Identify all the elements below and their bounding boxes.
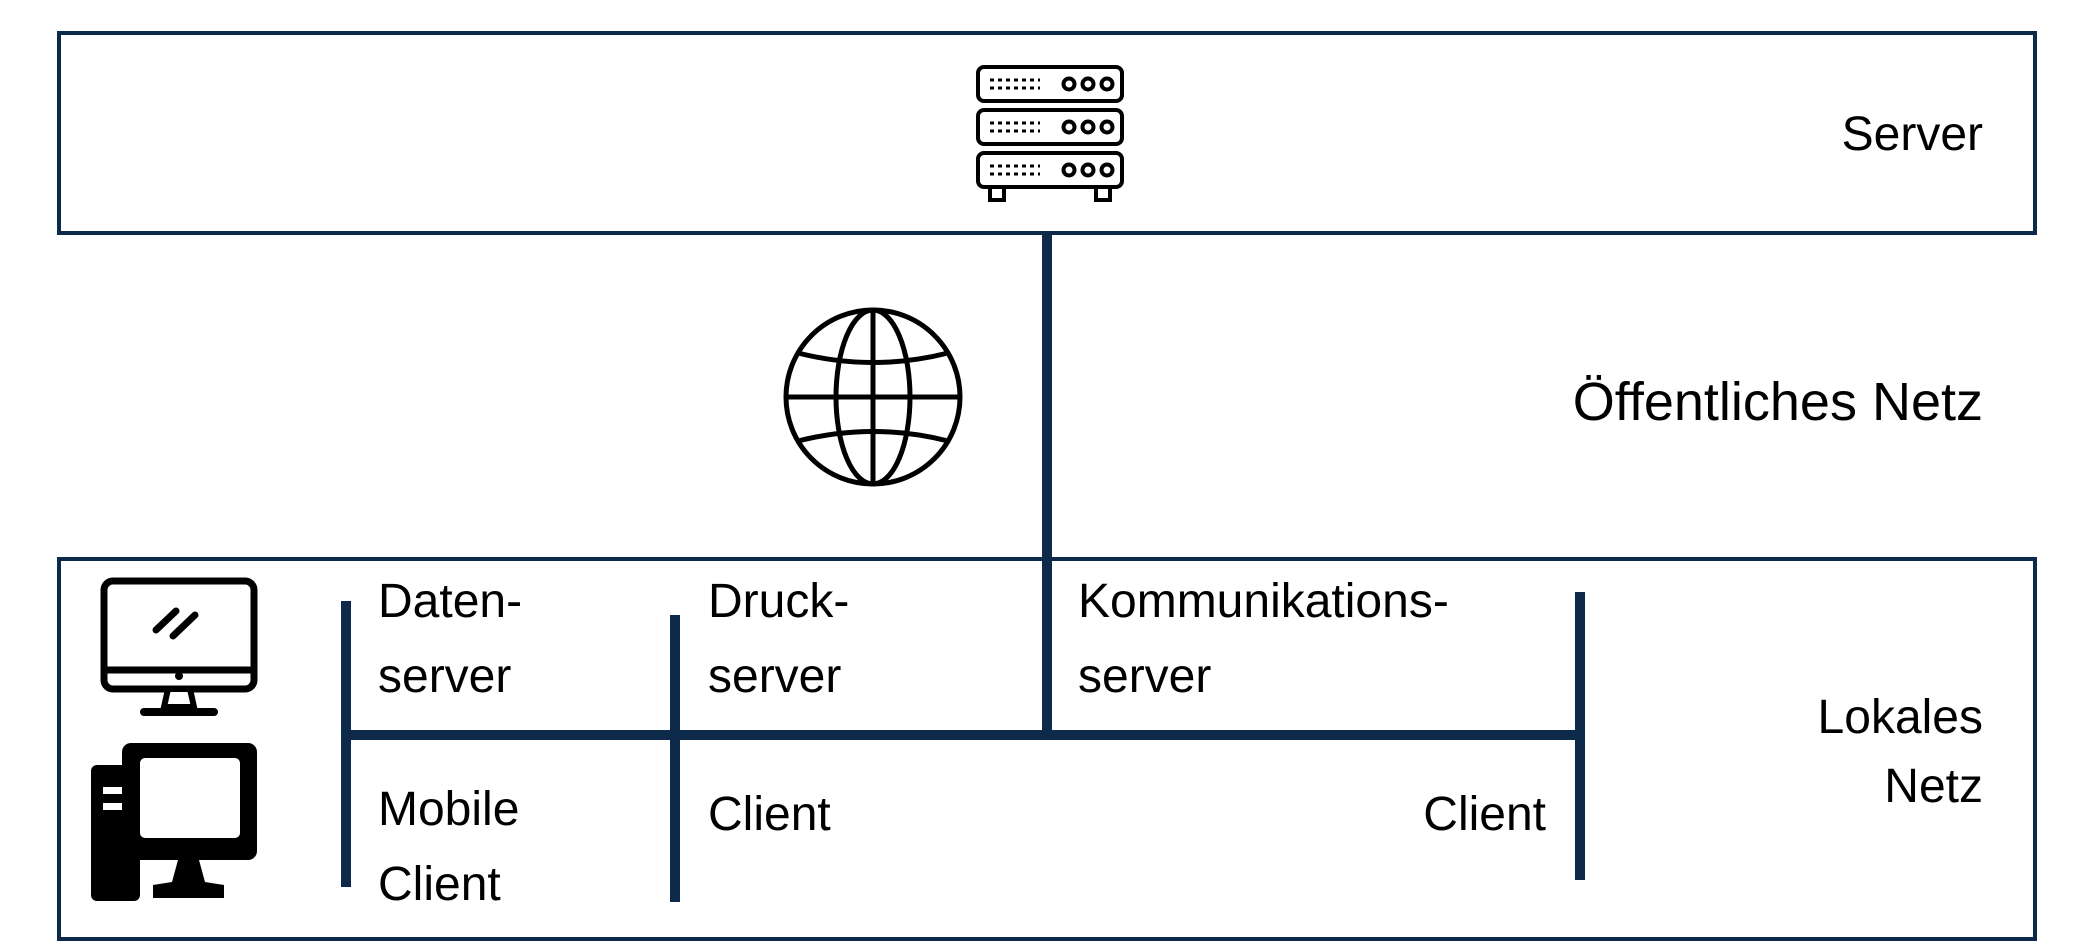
desktop-computer-icon [91, 743, 257, 901]
print-server-label-line1: Druck- [708, 575, 849, 628]
server-layer-box [57, 31, 2037, 235]
server-layer-label: Server [1842, 108, 1983, 161]
mobile-client-label-line2: Client [378, 858, 501, 911]
client-left-label: Client [708, 788, 831, 841]
print-server-label-line2: server [708, 650, 841, 703]
client-right-label: Client [1423, 788, 1546, 841]
comm-server-label-line2: server [1078, 650, 1211, 703]
local-network-label-line1: Lokales [1818, 691, 1983, 744]
monitor-icon [100, 577, 258, 716]
local-network-label-line2: Netz [1884, 760, 1983, 813]
data-server-label-line1: Daten- [378, 575, 522, 628]
comm-server-label-line1: Kommunikations- [1078, 575, 1449, 628]
server-rack-icon [976, 65, 1124, 202]
data-server-label-line2: server [378, 650, 511, 703]
globe-icon [783, 307, 963, 487]
public-network-label: Öffentliches Netz [1573, 372, 1983, 432]
mobile-client-label-line1: Mobile [378, 783, 519, 836]
